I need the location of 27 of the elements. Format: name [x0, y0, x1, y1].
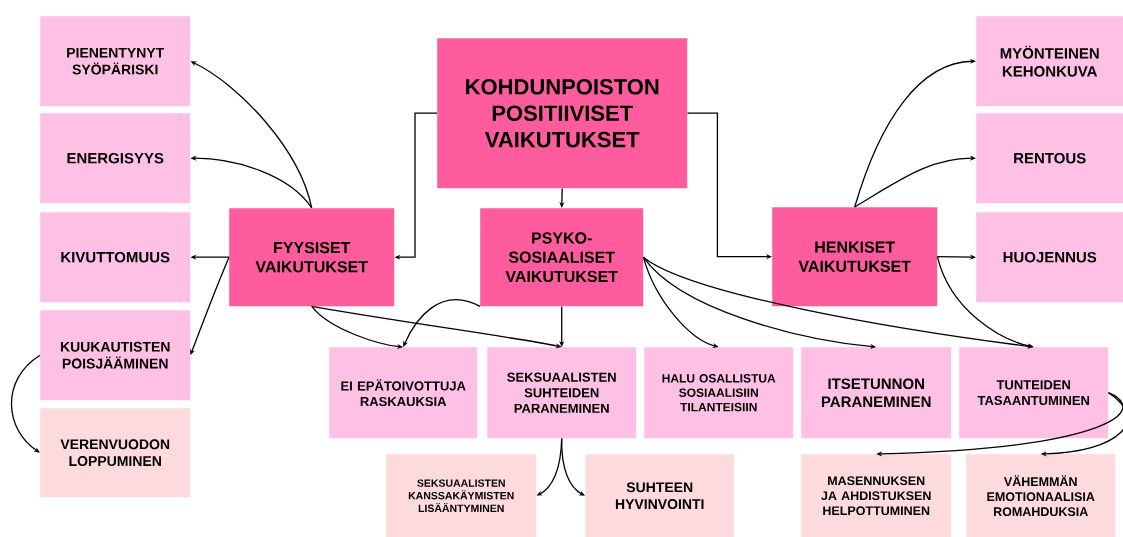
- effect-box: PIENENTYNYT SYÖPÄRISKI: [40, 16, 191, 107]
- category-box: FYYSISET VAIKUTUKSET: [229, 208, 395, 307]
- effect-box: MYÖNTEINEN KEHONKUVA: [976, 16, 1123, 107]
- arrow: [559, 305, 565, 347]
- effect-box: VÄHEMMÄN EMOTIONAALISIA ROMAHDUKSIA: [966, 454, 1116, 537]
- category-box: HENKISET VAIKUTUKSET: [772, 207, 938, 307]
- effect-box: KIVUTTOMUUS: [40, 212, 191, 303]
- effect-box: ITSETUNNON PARANEMINEN: [801, 347, 952, 439]
- effect-box: SUHTEEN HYVINVOINTI: [585, 454, 735, 537]
- effect-box: EI EPÄTOIVOTTUJA RASKAUKSIA: [329, 347, 478, 439]
- category-box: PSYKO-SOSIAALISET VAIKUTUKSET: [480, 208, 644, 307]
- effect-box: MASENNUKSEN JA AHDISTUKSEN HELPOTTUMINEN: [801, 454, 952, 537]
- effect-box: ENERGISYYS: [40, 113, 191, 204]
- effect-box: RENTOUS: [976, 113, 1123, 204]
- arrow: [403, 299, 481, 347]
- effect-box: TUNTEIDEN TASAANTUMINEN: [959, 347, 1109, 439]
- effect-box: HALU OSALLISTUA SOSIAALISIIN TILANTEISIIN: [644, 347, 794, 439]
- topic-box: KOHDUNPOISTON POSITIIVISET VAIKUTUKSET: [437, 38, 688, 189]
- effect-box: VERENVUODON LOPPUMINEN: [40, 408, 191, 498]
- arrow: [561, 437, 585, 496]
- arrow: [854, 155, 976, 208]
- effect-box: KUUKAUTISTEN POISJÄÄMINEN: [40, 310, 191, 401]
- arrow: [10, 354, 41, 453]
- arrow: [854, 58, 976, 208]
- effect-box: HUOJENNUS: [976, 212, 1123, 303]
- effect-box: SEKSUAALISTEN KANSSAKÄYMISTEN LISÄÄNTYMINEN: [386, 454, 537, 537]
- effect-box: SEKSUAALISTEN SUHTEIDEN PARANEMINEN: [487, 347, 637, 439]
